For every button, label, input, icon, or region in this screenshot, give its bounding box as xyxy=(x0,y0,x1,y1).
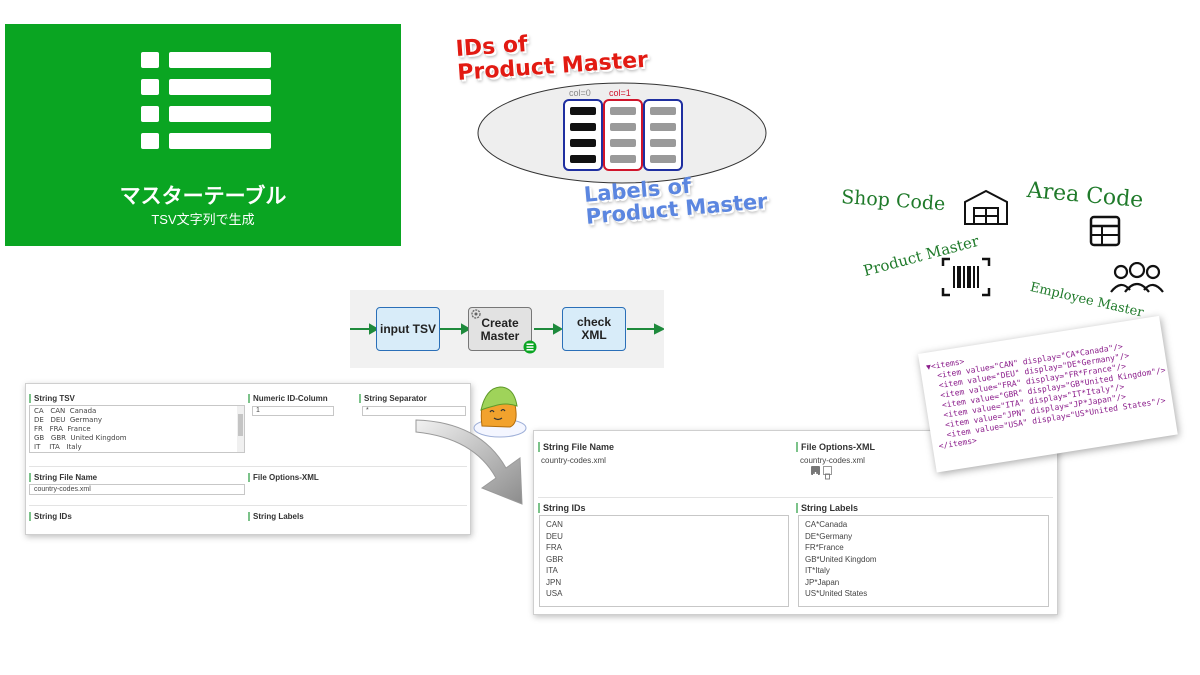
file-icon xyxy=(825,473,830,480)
result-form-panel: String File Name country-codes.xml File … xyxy=(533,430,1058,615)
hero-subtitle: TSV文字列で生成 xyxy=(151,212,255,227)
result-file-options-label: File Options-XML xyxy=(796,442,875,452)
tsv-row: GB GBR United Kingdom xyxy=(34,434,127,442)
workflow-connectors xyxy=(350,323,664,335)
plus-icon xyxy=(813,472,818,477)
store-icon xyxy=(964,189,1008,225)
label-row: DE*Germany xyxy=(805,531,853,541)
tsv-row: FR FRA France xyxy=(34,425,91,433)
label-row: FR*France xyxy=(805,543,844,552)
result-file-name-label: String File Name xyxy=(538,442,614,452)
tsv-label: String TSV xyxy=(29,394,75,403)
result-ids-textarea[interactable]: CAN DEU FRA GBR ITA JPN USA xyxy=(539,515,789,607)
id-row: CAN xyxy=(546,520,563,529)
task-check-xml[interactable]: check XML xyxy=(562,307,626,351)
tsv-row: DE DEU Germany xyxy=(34,416,103,424)
labels-label: String Labels xyxy=(248,512,304,521)
gear-icon xyxy=(471,309,481,319)
product-master-table-diagram xyxy=(477,82,767,184)
label-row: US*United States xyxy=(805,589,868,598)
col1-label: col=1 xyxy=(609,88,631,98)
shop-code-word: Shop Code xyxy=(840,186,947,216)
ids-label: String IDs xyxy=(29,512,72,521)
id-row: GBR xyxy=(546,554,564,564)
ids-of-product-master-title: IDs of Product Master xyxy=(455,25,649,86)
tsv-row: CA CAN Canada xyxy=(34,407,97,415)
id-row: USA xyxy=(546,589,563,598)
separator-label: String Separator xyxy=(359,394,427,403)
label-row: GB*United Kingdom xyxy=(805,554,877,564)
file-options-label: File Options-XML xyxy=(248,473,319,482)
label-row: JP*Japan xyxy=(805,577,840,587)
result-labels-textarea[interactable]: CA*Canada DE*Germany FR*France GB*United… xyxy=(798,515,1049,607)
download-button[interactable] xyxy=(823,466,832,480)
workflow-diagram: input TSV Create Master check XML xyxy=(350,290,664,368)
tsv-scroll-thumb[interactable] xyxy=(238,414,243,436)
task-input-tsv[interactable]: input TSV xyxy=(376,307,440,351)
tsv-row: IT ITA Italy xyxy=(34,443,82,451)
task-create-master[interactable]: Create Master xyxy=(468,307,532,351)
separator-input[interactable]: * xyxy=(362,406,466,416)
result-labels-label: String Labels xyxy=(796,503,858,513)
table-grid-icon xyxy=(1089,215,1121,247)
xml-preview: ▼<items> <item value="CAN" display="CA*C… xyxy=(918,315,1178,473)
id-row: JPN xyxy=(546,577,562,587)
transform-arrow-icon xyxy=(415,419,523,505)
label-row: IT*Italy xyxy=(805,566,830,575)
hero-card: マスターテーブル TSV文字列で生成 xyxy=(5,24,401,246)
id-column-label: Numeric ID-Column xyxy=(248,394,328,403)
result-file-name-value: country-codes.xml xyxy=(541,456,606,465)
id-row: ITA xyxy=(546,566,558,575)
file-name-label: String File Name xyxy=(29,473,97,482)
label-row: CA*Canada xyxy=(805,520,848,529)
col0-label: col=0 xyxy=(569,88,591,98)
upload-button[interactable] xyxy=(811,466,820,477)
id-row: DEU xyxy=(546,531,563,541)
file-name-input[interactable]: country-codes.xml xyxy=(29,484,245,495)
hero-title: マスターテーブル xyxy=(119,185,287,208)
id-column-input[interactable]: 1 xyxy=(252,406,334,416)
tsv-textarea[interactable]: CA CAN Canada DE DEU Germany FR FRA Fran… xyxy=(29,405,245,453)
list-icon xyxy=(141,52,271,149)
list-badge-icon xyxy=(523,340,537,354)
config-form-panel: String TSV CA CAN Canada DE DEU Germany … xyxy=(25,383,471,535)
area-code-word: Area Code xyxy=(1025,178,1145,214)
people-icon xyxy=(1110,262,1164,293)
barcode-icon xyxy=(941,257,991,297)
id-row: FRA xyxy=(546,543,562,552)
tsv-scrollbar[interactable] xyxy=(237,406,244,452)
result-ids-label: String IDs xyxy=(538,503,586,513)
result-file-options-value: country-codes.xml xyxy=(800,456,865,465)
mascot-icon xyxy=(473,386,527,438)
